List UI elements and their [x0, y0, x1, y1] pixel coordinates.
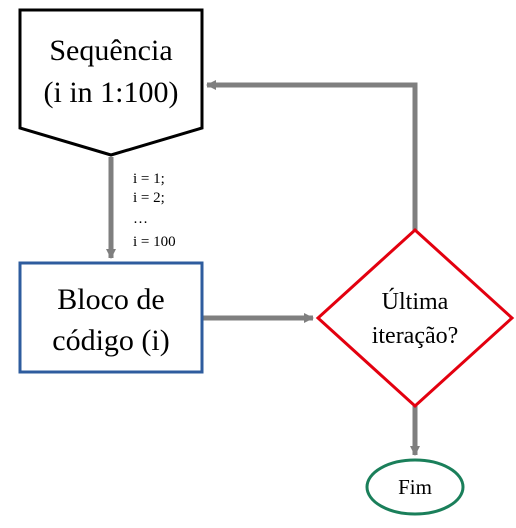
- code-block-label-line1: Bloco de: [57, 283, 164, 316]
- decision-label-line1: Última: [382, 288, 449, 315]
- iteration-line-2: i = 2;: [133, 190, 165, 206]
- sequence-label-line2: (i in 1:100): [44, 76, 179, 109]
- end-node: Fim: [365, 458, 465, 516]
- code-block-label-line2: código (i): [52, 324, 169, 357]
- arrow-decision-loop-back: [206, 80, 418, 230]
- sequence-node: Sequência (i in 1:100): [18, 8, 204, 157]
- iteration-line-3: …: [133, 211, 148, 227]
- iteration-line-1: i = 1;: [133, 171, 165, 187]
- iteration-annotation: i = 1; i = 2; … i = 100: [133, 171, 176, 250]
- iteration-line-4: i = 100: [133, 234, 176, 250]
- decision-label-line2: iteração?: [372, 323, 459, 349]
- end-shape: [365, 458, 465, 516]
- sequence-label-line1: Sequência: [49, 34, 172, 67]
- sequence-shape: [18, 8, 204, 157]
- code-block-shape: [18, 261, 204, 374]
- end-label: Fim: [398, 475, 432, 499]
- decision-node: Última iteração?: [315, 227, 515, 409]
- decision-shape: [315, 227, 515, 409]
- code-block-node: Bloco de código (i): [18, 261, 204, 374]
